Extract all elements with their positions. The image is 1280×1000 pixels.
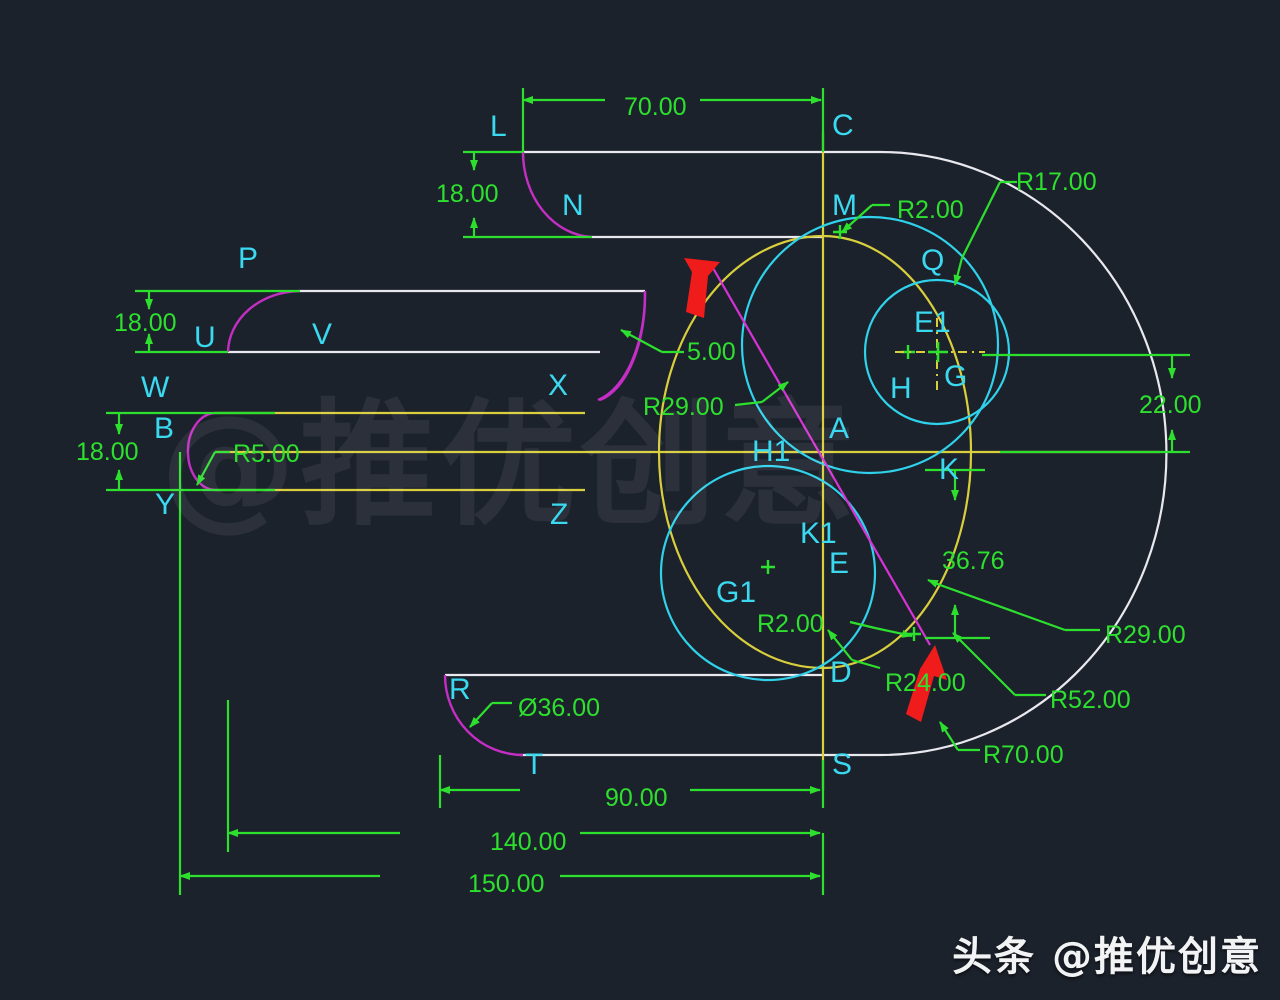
diagonal-line-magenta bbox=[712, 267, 931, 646]
construction-circles-cyan bbox=[659, 215, 1011, 682]
fillet-arc-xz bbox=[597, 290, 647, 402]
centerlines-yellow bbox=[215, 132, 1160, 790]
fillet-arcs-magenta bbox=[186, 151, 647, 757]
center-mark-G-cross bbox=[928, 342, 948, 362]
center-marks bbox=[761, 225, 921, 641]
annotation-arrows-red bbox=[684, 258, 947, 722]
part-outline-white bbox=[228, 150, 1168, 757]
dimension-lines-green bbox=[106, 88, 1190, 895]
